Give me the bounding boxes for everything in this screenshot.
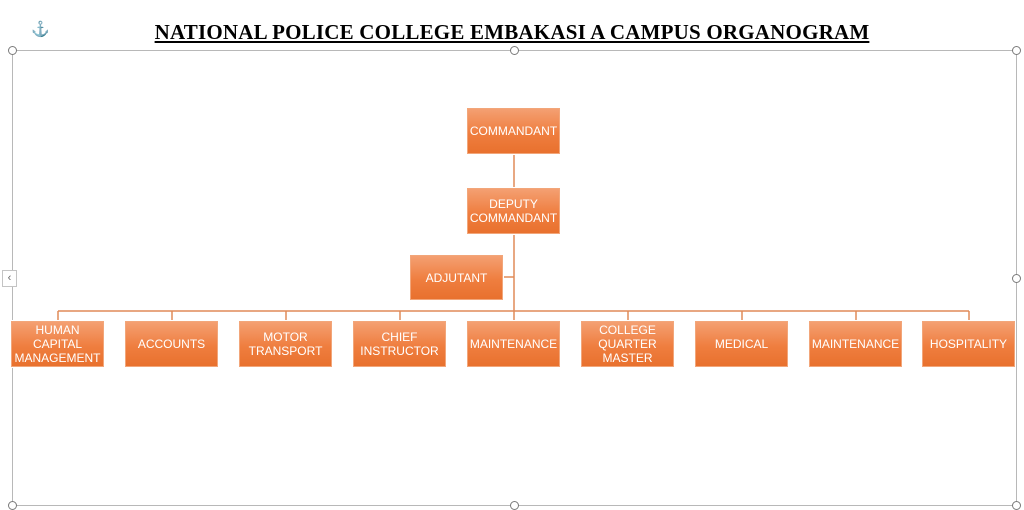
anchor-icon: ⚓ [31,21,50,38]
node-medical[interactable]: MEDICAL [694,320,789,368]
resize-handle-top-left[interactable] [8,46,17,55]
resize-handle-top-center[interactable] [510,46,519,55]
node-human-capital-management[interactable]: HUMAN CAPITAL MANAGEMENT [10,320,105,368]
node-maintenance-2[interactable]: MAINTENANCE [808,320,903,368]
node-motor-transport[interactable]: MOTOR TRANSPORT [238,320,333,368]
node-deputy-commandant[interactable]: DEPUTY COMMANDANT [466,187,561,235]
node-commandant[interactable]: COMMANDANT [466,107,561,155]
node-maintenance-1[interactable]: MAINTENANCE [466,320,561,368]
page-title: NATIONAL POLICE COLLEGE EMBAKASI A CAMPU… [154,20,870,44]
node-accounts[interactable]: ACCOUNTS [124,320,219,368]
node-adjutant[interactable]: ADJUTANT [409,254,504,301]
chevron-left-icon: ‹ [7,272,12,284]
resize-handle-middle-right[interactable] [1012,274,1021,283]
node-college-quarter-master[interactable]: COLLEGE QUARTER MASTER [580,320,675,368]
collapse-text-pane-button[interactable]: ‹ [2,270,17,287]
node-chief-instructor[interactable]: CHIEF INSTRUCTOR [352,320,447,368]
resize-handle-top-right[interactable] [1012,46,1021,55]
node-hospitality[interactable]: HOSPITALITY [921,320,1016,368]
